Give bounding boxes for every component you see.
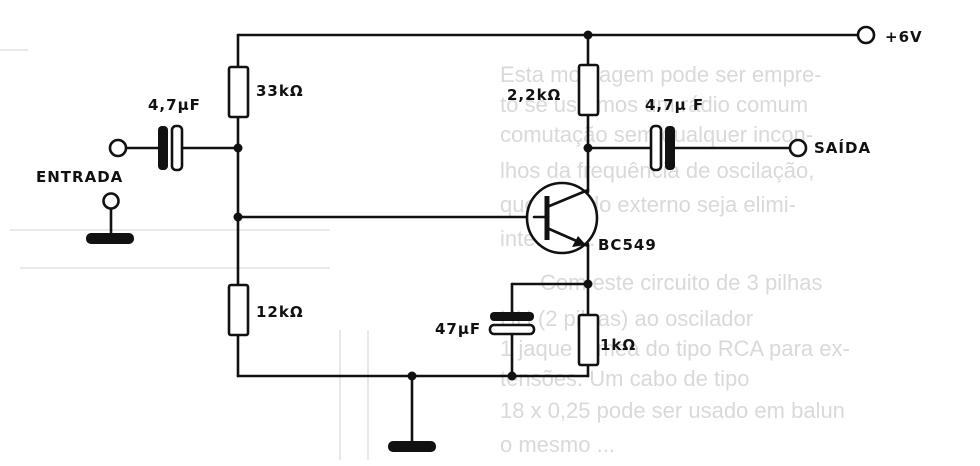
node-input [233, 143, 243, 153]
capacitor-emitter [488, 312, 536, 336]
r1-label: 33kΩ [256, 82, 304, 100]
input-ground-terminal [102, 192, 120, 210]
c-e-label: 47µF [435, 320, 481, 338]
node-base [233, 212, 243, 222]
node-collector [583, 143, 593, 153]
output-terminal [788, 138, 808, 158]
terminals [102, 25, 876, 210]
input-label: ENTRADA [36, 168, 123, 186]
bg-line-2: to se usarmos um rádio comum [500, 92, 808, 117]
capacitor-output [649, 124, 675, 172]
bg-line-1: Esta montagem pode ser empre- [500, 62, 822, 87]
bg-line-9: 1 jaque fêmea do tipo RCA para ex- [500, 336, 850, 361]
bg-line-8: HH (2 pilhas) ao oscilador [500, 306, 753, 331]
capacitor-input [158, 124, 184, 172]
c-in-label: 4,7µF [148, 96, 201, 114]
node-ground-cap [507, 371, 517, 381]
c-out-label: 4,7µ F [645, 96, 704, 114]
supply-label: +6V [885, 28, 923, 46]
background-print: Esta montagem pode ser empre- to se usar… [500, 62, 850, 457]
output-label: SAÍDA [814, 138, 871, 157]
left-print-artifacts [0, 49, 369, 460]
node-supply [583, 30, 593, 40]
ground-symbol-main [388, 441, 436, 452]
bg-line-11: 18 x 0,25 pode ser usado em balun [500, 398, 845, 423]
transistor-label: BC549 [598, 236, 657, 254]
resistor-re [577, 313, 600, 367]
re-label: 1kΩ [600, 336, 636, 354]
bg-line-12: o mesmo ... [500, 432, 615, 457]
resistor-rc [577, 63, 600, 117]
bg-line-10: tensões. Um cabo de tipo [500, 366, 749, 391]
resistor-r2 [227, 283, 250, 337]
node-ground [407, 371, 417, 381]
resistor-r1 [227, 65, 250, 119]
r2-label: 12kΩ [256, 303, 304, 321]
junction-nodes [233, 30, 593, 381]
input-terminal [108, 138, 128, 158]
bg-line-7: Com este circuito de 3 pilhas [540, 270, 822, 295]
rc-label: 2,2kΩ [507, 86, 561, 104]
ground-symbol-input [86, 233, 134, 244]
transistor-q1 [525, 181, 599, 255]
supply-terminal [856, 25, 876, 45]
node-emitter [583, 279, 593, 289]
